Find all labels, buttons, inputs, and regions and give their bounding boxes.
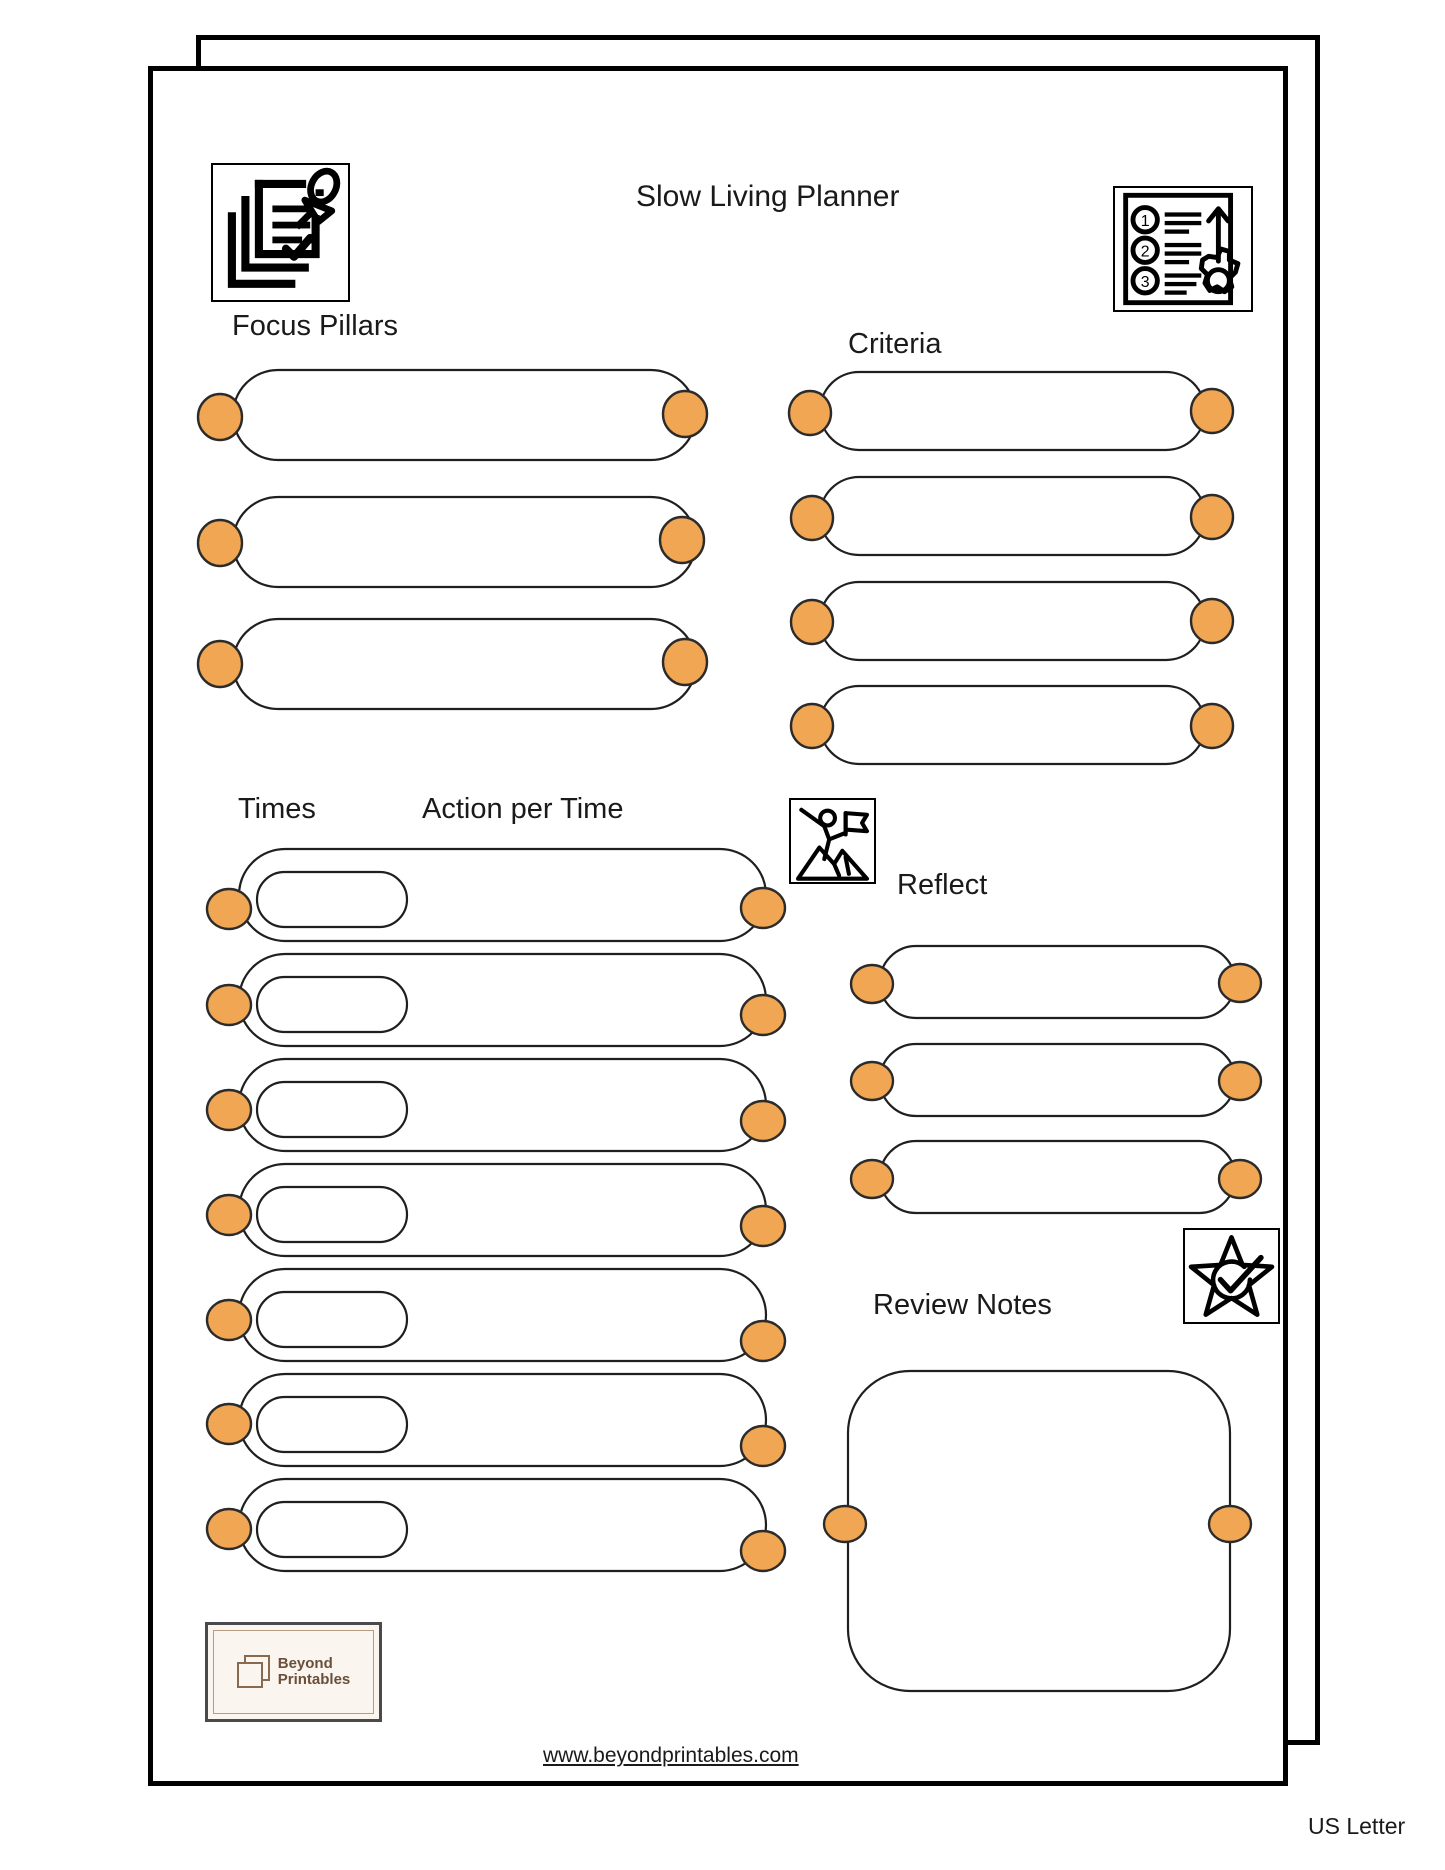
section-heading-action: Action per Time — [422, 793, 624, 825]
section-heading-times: Times — [238, 793, 316, 825]
focus-pillars-fields — [196, 368, 709, 711]
time-input — [255, 1185, 409, 1244]
time-input — [255, 1290, 409, 1349]
numbered-list-gear-icon: 1 2 3 — [1113, 186, 1253, 312]
section-heading-review: Review Notes — [873, 1289, 1052, 1321]
section-heading-reflect: Reflect — [897, 869, 988, 901]
summit-flag-icon — [789, 798, 876, 884]
pinned-checklist-icon — [211, 163, 350, 302]
time-input — [255, 975, 409, 1034]
svg-text:1: 1 — [1141, 213, 1150, 230]
paper-size-label: US Letter — [1308, 1813, 1406, 1839]
section-heading-criteria: Criteria — [848, 328, 942, 360]
review-notes-field — [822, 1369, 1253, 1693]
time-input — [255, 1395, 409, 1454]
criteria-fields — [787, 370, 1235, 766]
times-action-rows — [205, 847, 787, 1573]
time-input — [255, 1080, 409, 1139]
time-input — [255, 870, 409, 929]
stacked-pages-icon — [236, 1655, 271, 1689]
footer-website-link[interactable]: www.beyondprintables.com — [543, 1744, 799, 1767]
time-input — [255, 1500, 409, 1559]
field-dot-right — [661, 389, 709, 439]
star-check-icon — [1183, 1228, 1280, 1324]
svg-text:3: 3 — [1141, 274, 1150, 291]
brand-logo: Beyond Printables — [205, 1622, 382, 1722]
svg-text:2: 2 — [1141, 243, 1150, 260]
brand-name-line1: Beyond — [277, 1655, 333, 1673]
field-dot-left — [196, 392, 244, 442]
reflect-fields — [849, 944, 1263, 1215]
page-title: Slow Living Planner — [636, 180, 900, 213]
brand-name-line2: Printables — [277, 1671, 351, 1688]
section-heading-focus: Focus Pillars — [232, 310, 398, 342]
